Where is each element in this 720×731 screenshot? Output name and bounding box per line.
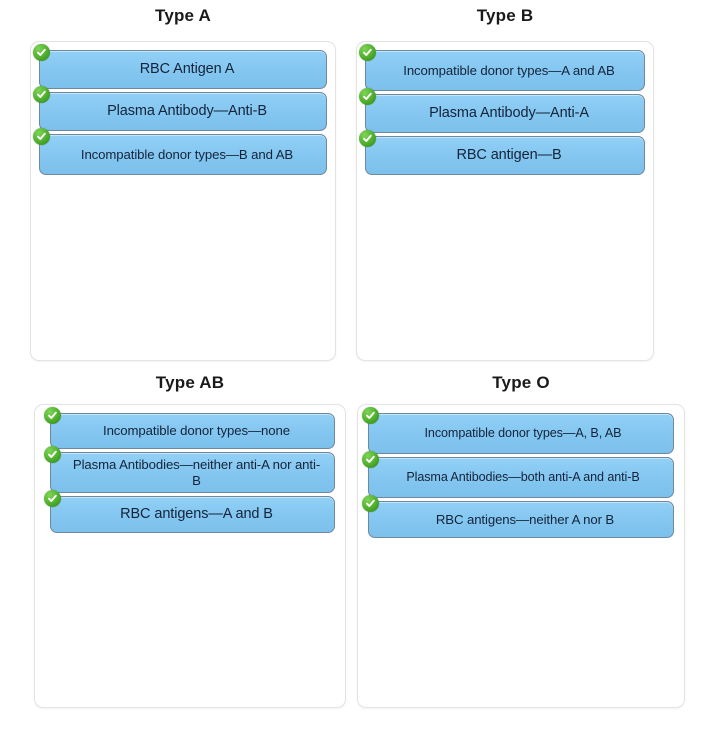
- check-circle-icon: [44, 407, 61, 424]
- check-circle-icon: [359, 44, 376, 61]
- pill-stack-type-ab: Incompatible donor types—none Plasma Ant…: [44, 407, 335, 699]
- list-item-label: Plasma Antibodies—neither anti-A nor ant…: [72, 456, 321, 488]
- list-item[interactable]: Incompatible donor types—none: [44, 407, 335, 449]
- list-item[interactable]: Incompatible donor types—A and AB: [359, 44, 645, 91]
- list-item[interactable]: Incompatible donor types—B and AB: [33, 128, 327, 175]
- check-circle-icon: [359, 130, 376, 147]
- panel-type-ab: Type AB Incompatible donor types—none Pl…: [34, 372, 346, 708]
- list-item-label: Incompatible donor types—none: [103, 423, 290, 438]
- list-item-label: Plasma Antibodies—both anti-A and anti-B: [406, 470, 640, 484]
- list-item-label: Plasma Antibody—Anti-A: [429, 105, 589, 121]
- pill-stack-type-a: RBC Antigen A Plasma Antibody—Anti-B Inc…: [33, 44, 327, 352]
- card-type-o: Incompatible donor types—A, B, AB Plasma…: [357, 404, 685, 708]
- panel-title-type-ab: Type AB: [155, 373, 225, 392]
- card-type-a: RBC Antigen A Plasma Antibody—Anti-B Inc…: [30, 41, 336, 361]
- panel-title-type-o: Type O: [492, 373, 550, 392]
- panel-title-type-b: Type B: [476, 6, 534, 25]
- panel-type-a: Type A RBC Antigen A Plasma Antibody—Ant…: [30, 5, 336, 365]
- check-circle-icon: [362, 495, 379, 512]
- list-item-label: Plasma Antibody—Anti-B: [107, 103, 267, 119]
- list-item[interactable]: Plasma Antibody—Anti-B: [33, 86, 327, 131]
- list-item[interactable]: RBC antigens—A and B: [44, 490, 335, 533]
- check-circle-icon: [362, 451, 379, 468]
- list-item[interactable]: RBC antigens—neither A nor B: [362, 495, 674, 538]
- check-circle-icon: [33, 128, 50, 145]
- check-circle-icon: [33, 86, 50, 103]
- list-item-label: Incompatible donor types—A and AB: [403, 62, 615, 78]
- list-item-label: RBC antigen—B: [456, 147, 562, 163]
- list-item-label: RBC Antigen A: [139, 61, 235, 77]
- list-item[interactable]: Incompatible donor types—A, B, AB: [362, 407, 674, 454]
- list-item[interactable]: RBC Antigen A: [33, 44, 327, 89]
- card-type-b: Incompatible donor types—A and AB Plasma…: [356, 41, 654, 361]
- check-circle-icon: [359, 88, 376, 105]
- check-circle-icon: [44, 490, 61, 507]
- panel-type-o: Type O Incompatible donor types—A, B, AB…: [357, 372, 685, 708]
- check-circle-icon: [44, 446, 61, 463]
- pill-stack-type-o: Incompatible donor types—A, B, AB Plasma…: [362, 407, 674, 699]
- list-item[interactable]: Plasma Antibodies—neither anti-A nor ant…: [44, 446, 335, 493]
- list-item-label: RBC antigens—A and B: [120, 506, 273, 522]
- list-item-label: Incompatible donor types—A, B, AB: [424, 426, 622, 440]
- list-item[interactable]: Plasma Antibodies—both anti-A and anti-B: [362, 451, 674, 498]
- card-type-ab: Incompatible donor types—none Plasma Ant…: [34, 404, 346, 708]
- check-circle-icon: [362, 407, 379, 424]
- panel-title-type-a: Type A: [155, 6, 211, 25]
- panel-type-b: Type B Incompatible donor types—A and AB…: [356, 5, 654, 365]
- list-item-label: RBC antigens—neither A nor B: [435, 511, 615, 527]
- list-item-label: Incompatible donor types—B and AB: [80, 146, 294, 162]
- list-item[interactable]: RBC antigen—B: [359, 130, 645, 175]
- check-circle-icon: [33, 44, 50, 61]
- pill-stack-type-b: Incompatible donor types—A and AB Plasma…: [359, 44, 645, 352]
- list-item[interactable]: Plasma Antibody—Anti-A: [359, 88, 645, 133]
